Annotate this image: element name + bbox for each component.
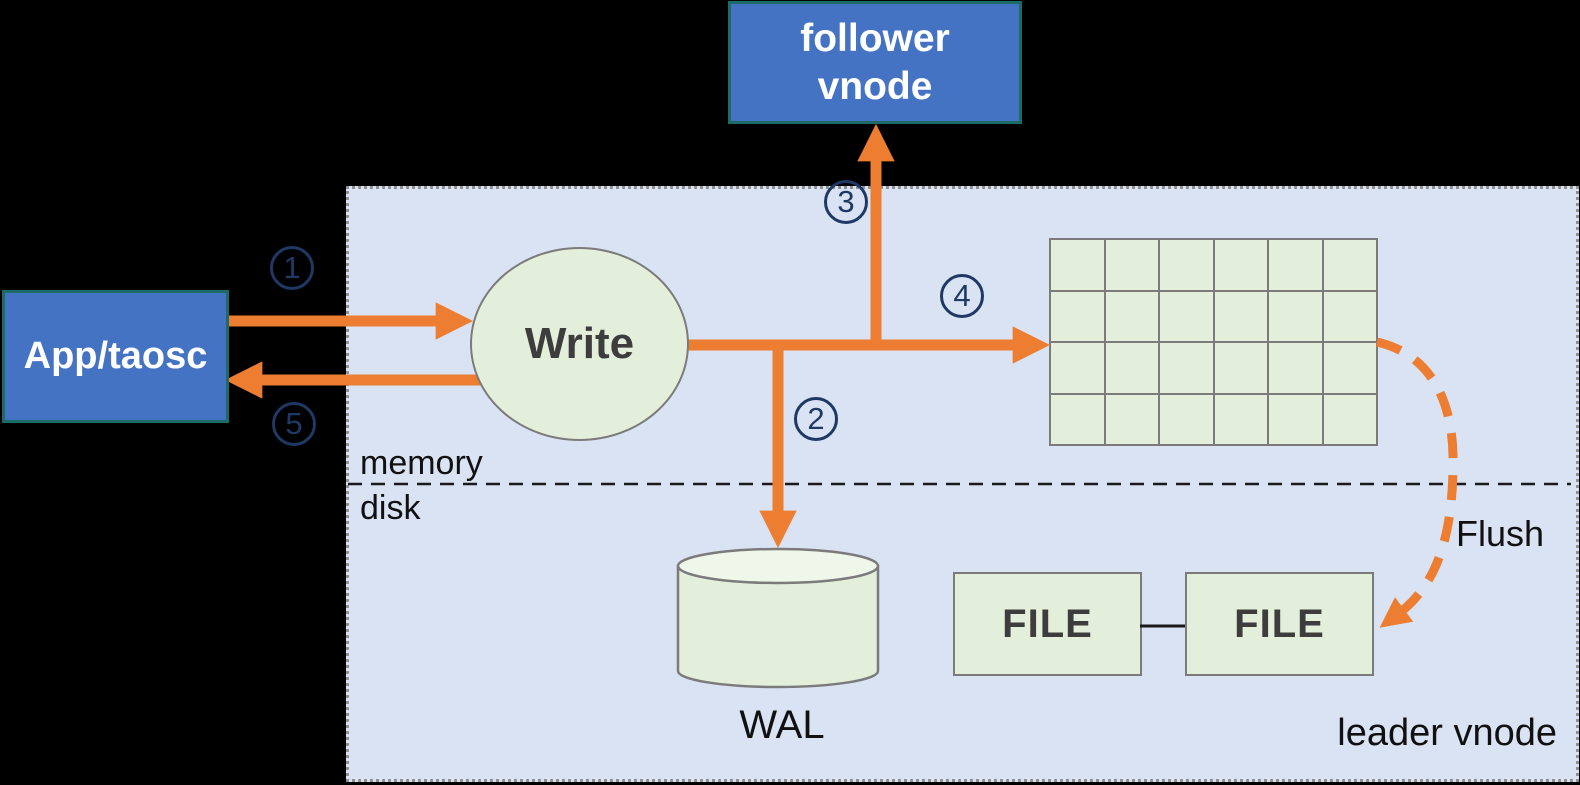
mem-table-cell	[1160, 343, 1213, 393]
app-taosc-node: App/taosc	[2, 290, 229, 423]
mem-table-cell	[1051, 343, 1104, 393]
mem-table-cell	[1051, 291, 1104, 341]
mem-table-cell	[1160, 291, 1213, 341]
step-badge-4: 4	[940, 274, 984, 318]
write-label: Write	[524, 319, 635, 368]
follower-label-line1: follower	[800, 16, 950, 60]
step-badge-1: 1	[270, 246, 314, 290]
mem-table-cell	[1160, 240, 1213, 290]
mem-table-cell	[1269, 394, 1322, 444]
mem-table-cell	[1105, 394, 1158, 444]
mem-table-cell	[1323, 291, 1376, 341]
file-node-right: FILE	[1185, 572, 1374, 676]
mem-table-cell	[1105, 343, 1158, 393]
file-right-label: FILE	[1234, 601, 1325, 646]
write-node: Write	[470, 247, 689, 441]
mem-table-cell	[1323, 394, 1376, 444]
wal-label: WAL	[739, 703, 825, 747]
mem-table-cell	[1323, 343, 1376, 393]
mem-table-cell	[1323, 240, 1376, 290]
mem-table-cell	[1160, 394, 1213, 444]
disk-label: disk	[360, 489, 421, 527]
mem-table-cell	[1051, 394, 1104, 444]
mem-table-cell	[1051, 240, 1104, 290]
mem-table-cell	[1214, 240, 1267, 290]
mem-table-cell	[1269, 291, 1322, 341]
mem-table-cell	[1214, 394, 1267, 444]
step-badge-5: 5	[272, 402, 316, 446]
memory-label: memory	[360, 444, 483, 482]
mem-table	[1049, 238, 1378, 446]
flush-label: Flush	[1456, 513, 1545, 554]
file-node-left: FILE	[953, 572, 1142, 676]
mem-table-cell	[1105, 240, 1158, 290]
mem-table-cell	[1214, 343, 1267, 393]
mem-table-cell	[1105, 291, 1158, 341]
mem-table-cell	[1269, 343, 1322, 393]
follower-vnode-node: follower vnode	[728, 1, 1022, 124]
mem-table-cell	[1214, 291, 1267, 341]
mem-table-cell	[1269, 240, 1322, 290]
app-taosc-label: App/taosc	[23, 335, 208, 377]
step-badge-2: 2	[794, 397, 838, 441]
follower-label-line2: vnode	[817, 64, 933, 108]
file-left-label: FILE	[1002, 601, 1093, 646]
step-badge-3: 3	[824, 180, 868, 224]
leader-vnode-label: leader vnode	[1337, 712, 1557, 754]
